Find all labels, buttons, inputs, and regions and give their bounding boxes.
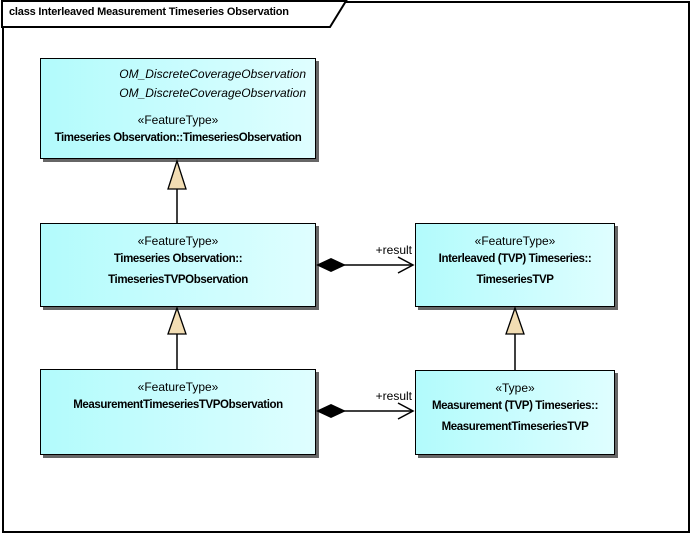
open-arrowhead-icon <box>397 256 415 274</box>
inherited-class-label: OM_DiscreteCoverageObservation <box>119 86 306 100</box>
stereotype-label: «FeatureType» <box>137 113 219 127</box>
generalization-tvpobservation-to-timeseriesobservation[interactable] <box>167 158 187 223</box>
class-name-label: Measurement (TVP) Timeseries:: <box>431 400 599 412</box>
class-name-label: TimeseriesTVPObservation <box>108 274 248 286</box>
diagram-title: class Interleaved Measurement Timeseries… <box>9 6 289 18</box>
composition-result-top[interactable] <box>316 256 415 274</box>
class-node-timeseriestvp[interactable]: «FeatureType» Interleaved (TVP) Timeseri… <box>415 223 615 307</box>
composition-diamond-icon <box>316 404 346 418</box>
composition-result-bottom[interactable] <box>316 402 415 420</box>
class-name-label: MeasurementTimeseriesTVP <box>441 421 589 433</box>
class-name-label: Timeseries Observation:: <box>113 253 243 265</box>
inherited-class-label: OM_DiscreteCoverageObservation <box>119 67 306 81</box>
generalization-arrowhead-icon <box>167 306 187 335</box>
class-node-measurementtimeseriestvpobservation[interactable]: «FeatureType» MeasurementTimeseriesTVPOb… <box>40 369 316 455</box>
class-node-timeseriesobservation[interactable]: OM_DiscreteCoverageObservation OM_Discre… <box>40 58 316 159</box>
result-role-label-top: +result <box>375 243 412 257</box>
composition-diamond-icon <box>316 258 346 272</box>
class-name-label: TimeseriesTVP <box>476 274 554 286</box>
diagram-frame-tab <box>1 0 348 28</box>
class-name-label: MeasurementTimeseriesTVPObservation <box>73 399 283 411</box>
stereotype-label: «Type» <box>495 381 535 395</box>
open-arrowhead-icon <box>397 402 415 420</box>
class-node-timeseriestvpobservation[interactable]: «FeatureType» Timeseries Observation:: T… <box>40 223 316 307</box>
generalization-arrowhead-icon <box>167 158 187 190</box>
class-name-label: Timeseries Observation::TimeseriesObserv… <box>54 132 302 144</box>
stereotype-label: «FeatureType» <box>137 234 219 248</box>
generalization-measurementtvp-to-timeseriestvp[interactable] <box>505 306 525 370</box>
class-name-label: Interleaved (TVP) Timeseries:: <box>438 253 592 265</box>
stereotype-label: «FeatureType» <box>137 380 219 394</box>
class-node-measurementtimeseriestvp[interactable]: «Type» Measurement (TVP) Timeseries:: Me… <box>415 370 615 455</box>
result-role-label-bottom: +result <box>375 389 412 403</box>
generalization-arrowhead-icon <box>505 306 525 335</box>
stereotype-label: «FeatureType» <box>474 234 556 248</box>
generalization-measurementobservation-to-tvpobservation[interactable] <box>167 306 187 369</box>
